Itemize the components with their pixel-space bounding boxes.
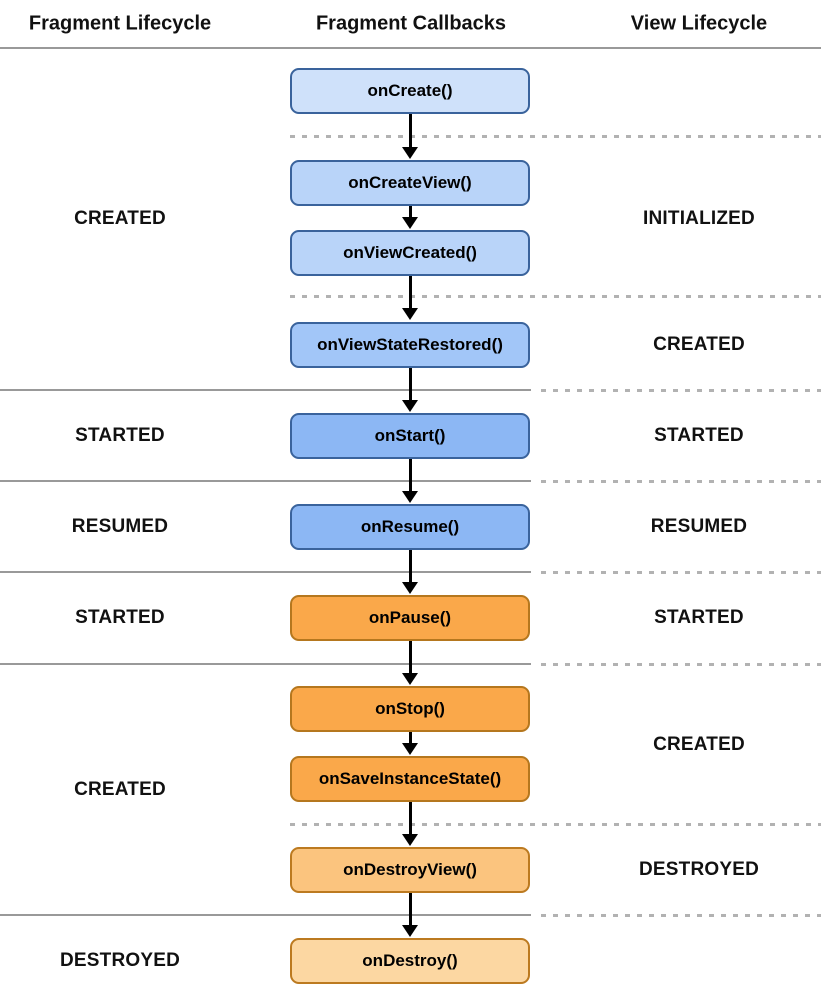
- section-divider-dashed: [541, 480, 821, 483]
- section-divider-dashed: [541, 663, 821, 666]
- callback-box-oncreateview: onCreateView(): [290, 160, 530, 206]
- fragment-state-resumed: RESUMED: [71, 516, 169, 537]
- view-state-started: STARTED: [654, 425, 744, 446]
- column-title-fragment-callbacks: Fragment Callbacks: [315, 12, 507, 35]
- down-arrow: [408, 114, 412, 147]
- callback-box-ondestroy: onDestroy(): [290, 938, 530, 984]
- section-divider-dashed: [541, 914, 821, 917]
- callback-box-onstop: onStop(): [290, 686, 530, 732]
- header-divider: [0, 47, 821, 49]
- column-title-view-lifecycle: View Lifecycle: [630, 12, 768, 35]
- section-divider-solid: [0, 914, 531, 916]
- section-divider-solid: [0, 663, 531, 665]
- fragment-state-started: STARTED: [75, 425, 165, 446]
- view-state-resumed: RESUMED: [650, 516, 748, 537]
- view-state-divider-dashed: [290, 823, 821, 826]
- section-divider-solid: [0, 571, 531, 573]
- fragment-state-started-2: STARTED: [75, 607, 165, 628]
- fragment-state-destroyed: DESTROYED: [59, 950, 181, 971]
- callback-box-ondestroyview: onDestroyView(): [290, 847, 530, 893]
- view-state-initialized: INITIALIZED: [643, 208, 755, 229]
- view-state-created-2: CREATED: [653, 734, 745, 755]
- down-arrow: [408, 368, 412, 400]
- section-divider-dashed: [541, 571, 821, 574]
- view-state-destroyed: DESTROYED: [638, 859, 760, 880]
- callback-box-onsaveinstancestate: onSaveInstanceState(): [290, 756, 530, 802]
- section-divider-solid: [0, 389, 531, 391]
- view-state-divider-dashed: [290, 295, 821, 298]
- view-state-created: CREATED: [653, 334, 745, 355]
- callback-box-oncreate: onCreate(): [290, 68, 530, 114]
- callback-box-onpause: onPause(): [290, 595, 530, 641]
- section-divider-dashed: [541, 389, 821, 392]
- fragment-state-created: CREATED: [74, 208, 166, 229]
- down-arrow: [408, 550, 412, 582]
- column-title-fragment-lifecycle: Fragment Lifecycle: [28, 12, 212, 35]
- fragment-state-created-2: CREATED: [74, 779, 166, 800]
- down-arrow: [408, 276, 412, 308]
- callback-box-onresume: onResume(): [290, 504, 530, 550]
- down-arrow: [408, 893, 412, 925]
- down-arrow: [408, 206, 412, 217]
- callback-box-onviewstaterestored: onViewStateRestored(): [290, 322, 530, 368]
- down-arrow: [408, 459, 412, 491]
- callback-box-onviewcreated: onViewCreated(): [290, 230, 530, 276]
- view-state-divider-dashed: [290, 135, 821, 138]
- down-arrow: [408, 732, 412, 743]
- view-state-started-2: STARTED: [654, 607, 744, 628]
- down-arrow: [408, 802, 412, 834]
- callback-box-onstart: onStart(): [290, 413, 530, 459]
- section-divider-solid: [0, 480, 531, 482]
- down-arrow: [408, 641, 412, 673]
